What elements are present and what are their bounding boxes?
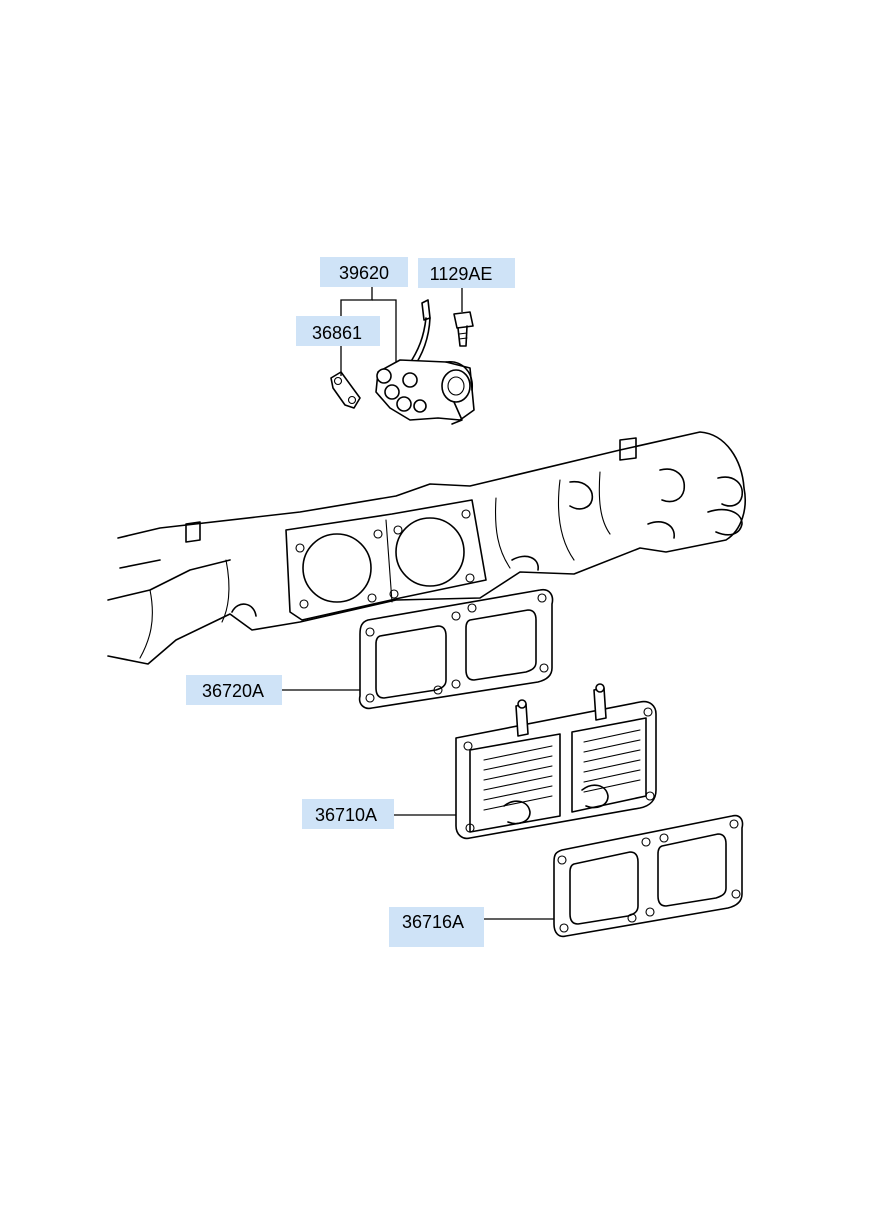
callout-1129ae-highlight <box>418 258 515 288</box>
callout-36710a-label: 36710A <box>315 805 377 825</box>
callout-36716a[interactable]: 36716A <box>389 907 484 947</box>
sensor-39620 <box>375 299 475 425</box>
callout-39620-label: 39620 <box>339 263 389 283</box>
callout-39620[interactable]: 39620 <box>320 257 408 287</box>
callout-36716a-label: 36716A <box>402 912 464 932</box>
leader-lines <box>282 287 558 920</box>
intake-manifold <box>107 431 746 665</box>
callout-36861-highlight <box>296 316 380 346</box>
callout-36861[interactable]: 36861 <box>296 316 380 346</box>
leader-39620-b <box>372 299 397 362</box>
gasket-36716a <box>553 814 744 938</box>
callout-36716a-highlight <box>389 907 484 947</box>
gasket-36720a <box>358 588 554 710</box>
callout-1129ae-label: 1129AE <box>430 264 493 284</box>
callout-36710a[interactable]: 36710A <box>302 799 394 829</box>
callout-1129ae[interactable]: 1129AE <box>418 258 515 288</box>
callout-36720a-label: 36720A <box>202 681 264 701</box>
callout-36720a-highlight <box>186 675 282 705</box>
callout-36710a-highlight <box>302 799 394 829</box>
bolt-1129ae <box>453 311 474 347</box>
leader-39620 <box>340 287 373 316</box>
callout-39620-highlight <box>320 257 408 287</box>
gasket-36861 <box>330 371 361 409</box>
heater-36710a <box>455 683 657 840</box>
callout-36720a[interactable]: 36720A <box>186 675 282 705</box>
callout-36861-label: 36861 <box>312 323 362 343</box>
